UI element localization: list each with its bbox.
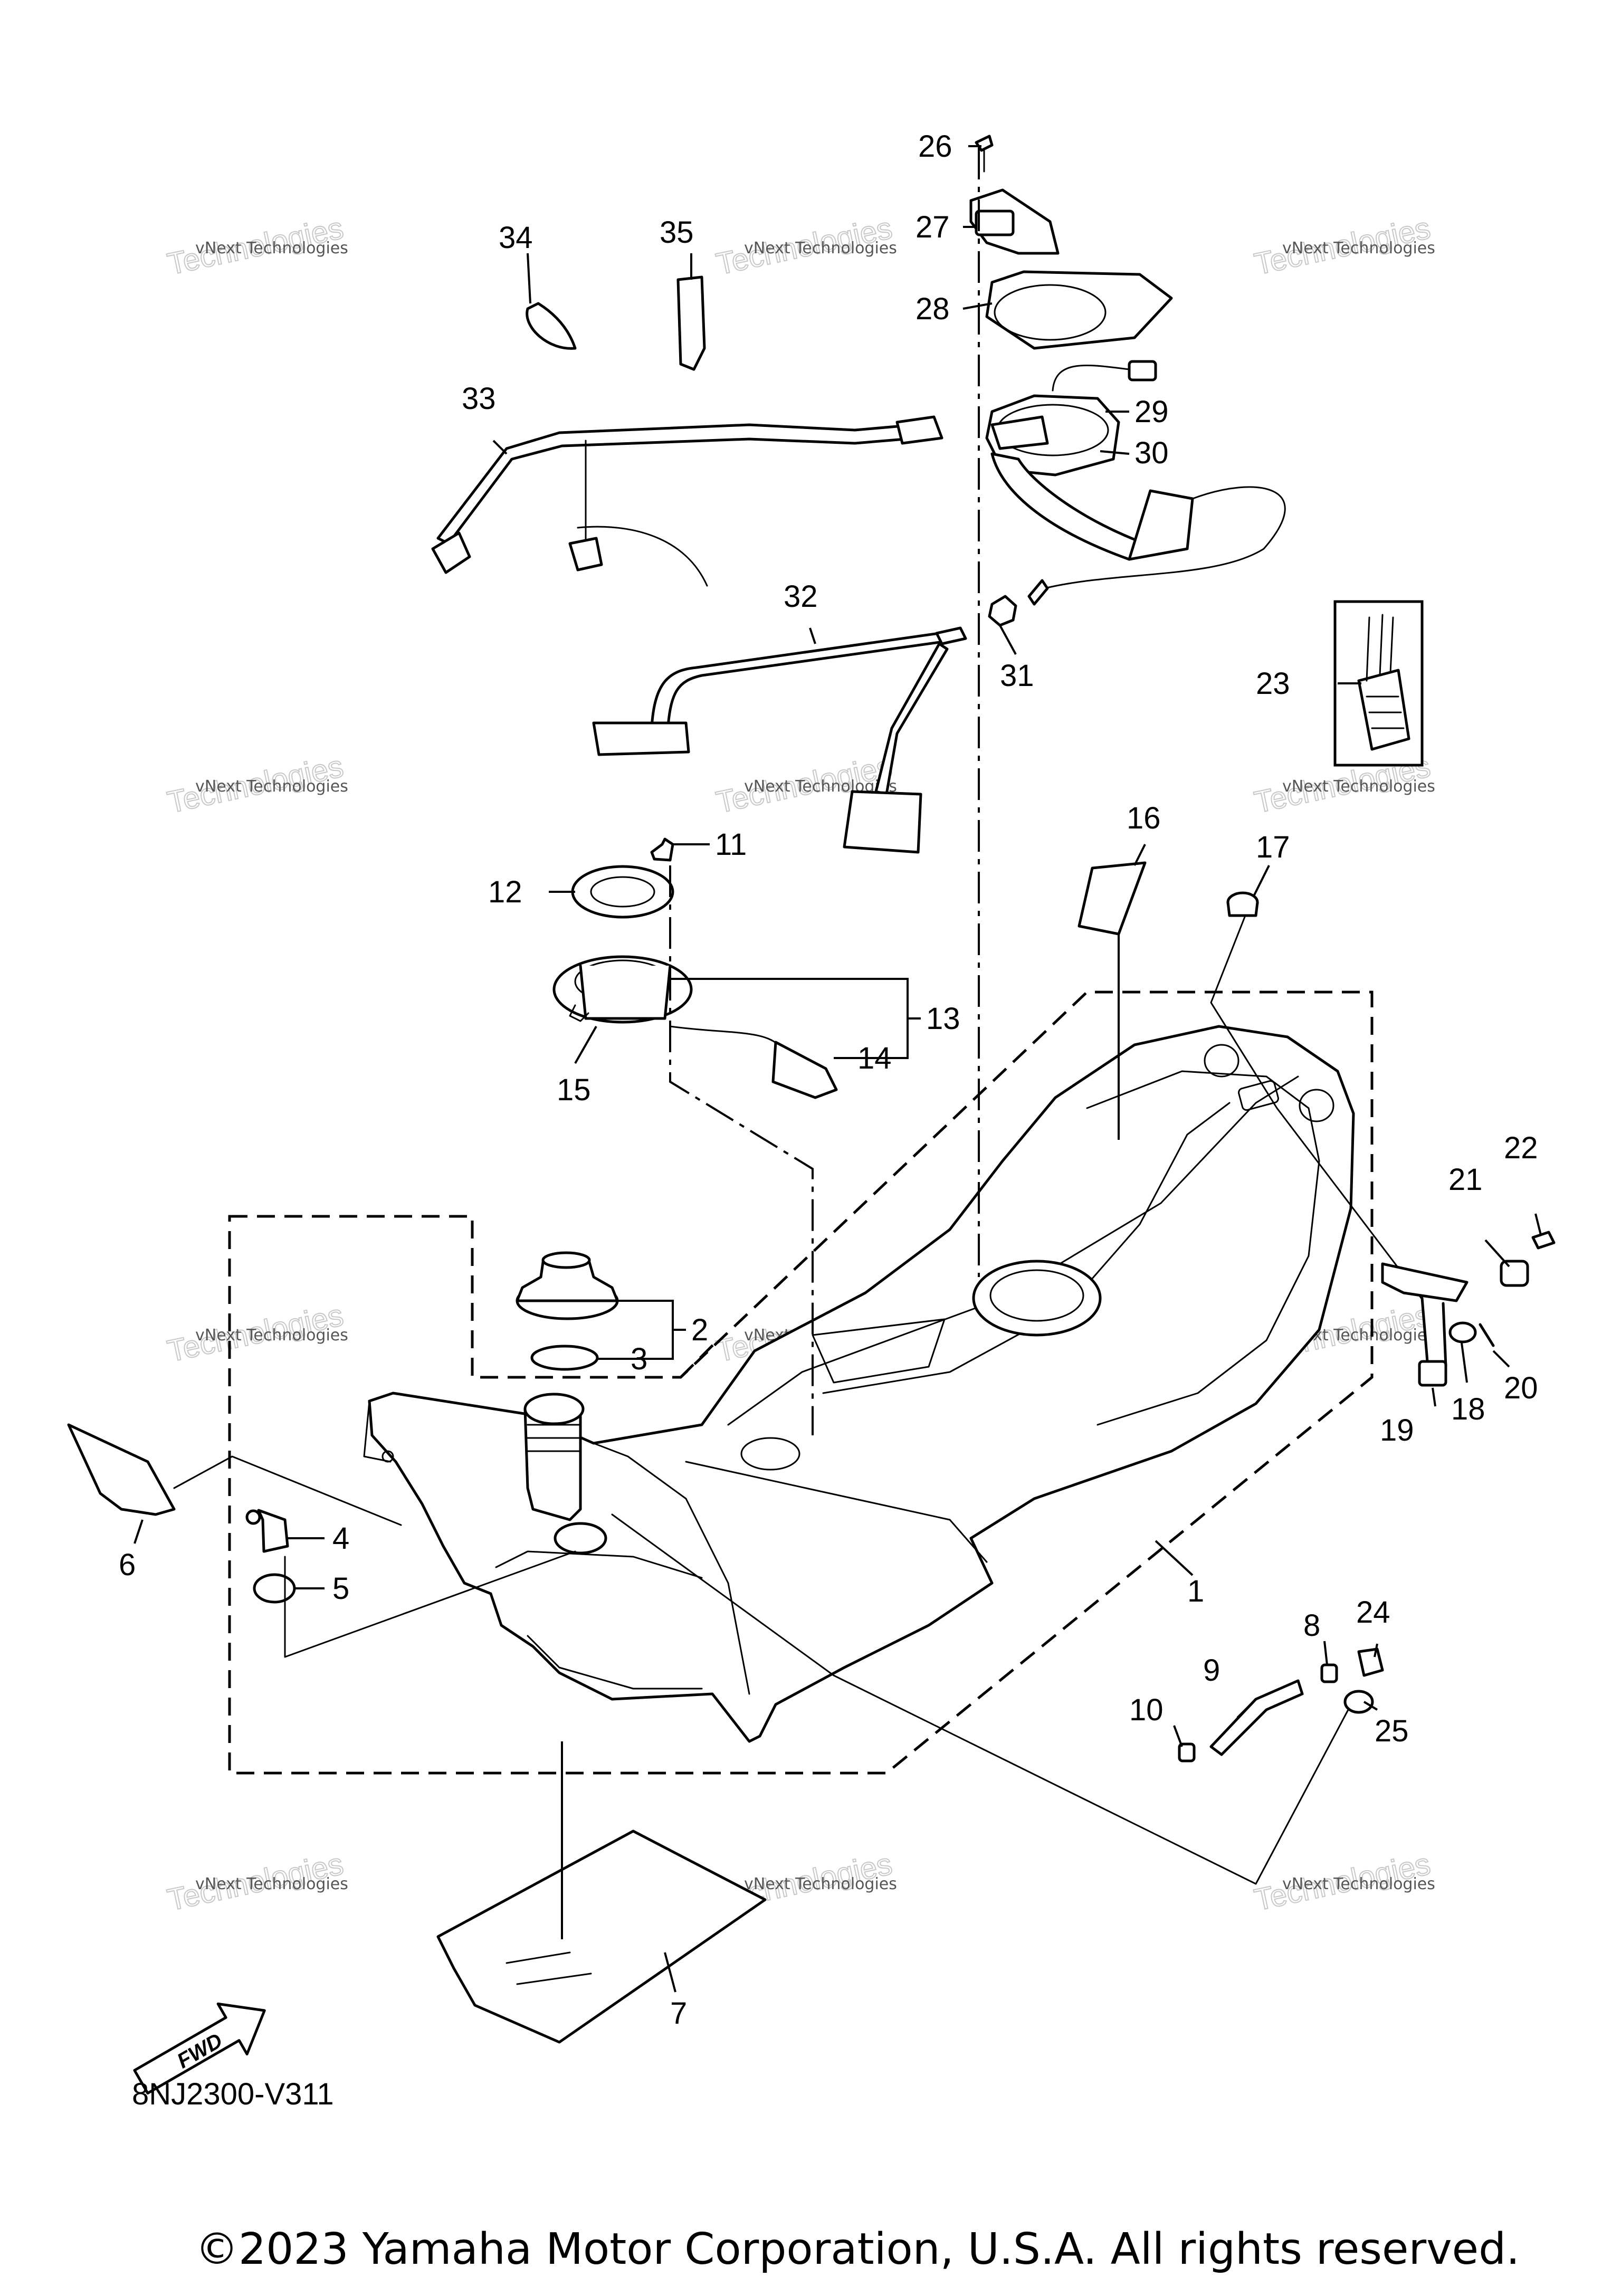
callout-23: 23	[1256, 666, 1290, 701]
callout-7: 7	[670, 1996, 687, 2031]
callout-31: 31	[1000, 659, 1034, 693]
pump-cover-group	[969, 135, 1286, 606]
watermark-text: vNext Technologies	[1282, 239, 1435, 258]
callout-19: 19	[1380, 1413, 1414, 1447]
callout-24: 24	[1356, 1595, 1390, 1630]
damper-part-16	[1078, 861, 1147, 936]
callout-12: 12	[488, 875, 522, 909]
callout-20: 20	[1504, 1371, 1538, 1405]
callout-29: 29	[1134, 395, 1169, 429]
watermark-text: vNext Technologies	[195, 1326, 348, 1345]
callout-25: 25	[1375, 1714, 1409, 1748]
breather-hose-group	[1178, 1647, 1384, 1763]
callout-15: 15	[557, 1073, 591, 1107]
cap-part-17	[1226, 891, 1259, 917]
watermark-text: vNext Technologies	[1282, 1875, 1435, 1893]
callout-10: 10	[1129, 1693, 1164, 1727]
bolt-part-4	[245, 1509, 289, 1553]
callout-5: 5	[332, 1571, 349, 1606]
nut-part-31	[988, 595, 1017, 627]
watermark-text: vNext Technologies	[744, 239, 897, 258]
watermark-text: vNext Technologies	[195, 239, 348, 258]
callout-21: 21	[1448, 1163, 1483, 1197]
callout-34: 34	[499, 221, 533, 255]
callout-14: 14	[857, 1041, 892, 1075]
copyright-notice: ©2023 Yamaha Motor Corporation, U.S.A. A…	[195, 2224, 1520, 2274]
fuel-pump-assembly	[552, 837, 838, 1099]
clamp-part-34	[526, 302, 577, 350]
bracket-group	[1381, 1231, 1556, 1387]
callout-26: 26	[918, 129, 952, 164]
callout-9: 9	[1203, 1653, 1220, 1688]
callout-4: 4	[332, 1521, 349, 1556]
vent-hose-part-32	[592, 626, 967, 854]
fuel-tank	[363, 1025, 1355, 1743]
callout-11: 11	[715, 827, 747, 862]
callout-labels: 26 27 28 29 30 31 32 33 34 35 23 11 12 1…	[119, 129, 1538, 2031]
harness-part-33	[431, 415, 943, 587]
sheet-part-7	[436, 1830, 767, 2044]
callout-27: 27	[916, 210, 950, 244]
callout-22: 22	[1504, 1131, 1538, 1165]
inset-part-23	[1333, 600, 1424, 767]
diagram-code: 8NJ2300-V311	[132, 2077, 334, 2111]
watermark-text: vNext Technologies	[195, 777, 348, 796]
callout-32: 32	[784, 579, 818, 614]
assembly-outline	[228, 990, 1374, 1775]
callout-3: 3	[631, 1342, 647, 1376]
watermark-text: vNext Technologies	[744, 1875, 897, 1893]
callout-2: 2	[691, 1313, 708, 1347]
callout-33: 33	[462, 382, 496, 416]
callout-35: 35	[660, 215, 694, 250]
band-part-35	[676, 275, 706, 371]
callout-6: 6	[119, 1548, 136, 1582]
callout-13: 13	[926, 1002, 960, 1036]
callout-30: 30	[1134, 436, 1169, 470]
grommet-part-5	[253, 1573, 296, 1604]
callout-17: 17	[1256, 830, 1290, 864]
callout-1: 1	[1187, 1574, 1204, 1608]
sheet-part-6	[67, 1423, 176, 1516]
callout-18: 18	[1451, 1392, 1485, 1426]
callout-16: 16	[1127, 801, 1161, 835]
leader-lines	[134, 145, 1542, 1993]
watermark-text: vNext Technologies	[1282, 777, 1435, 796]
fuel-cap-o-ring	[530, 1345, 599, 1371]
watermark-text: vNext Technologies	[195, 1875, 348, 1893]
fuel-cap	[516, 1251, 619, 1320]
callout-28: 28	[916, 292, 950, 326]
callout-8: 8	[1303, 1608, 1320, 1643]
